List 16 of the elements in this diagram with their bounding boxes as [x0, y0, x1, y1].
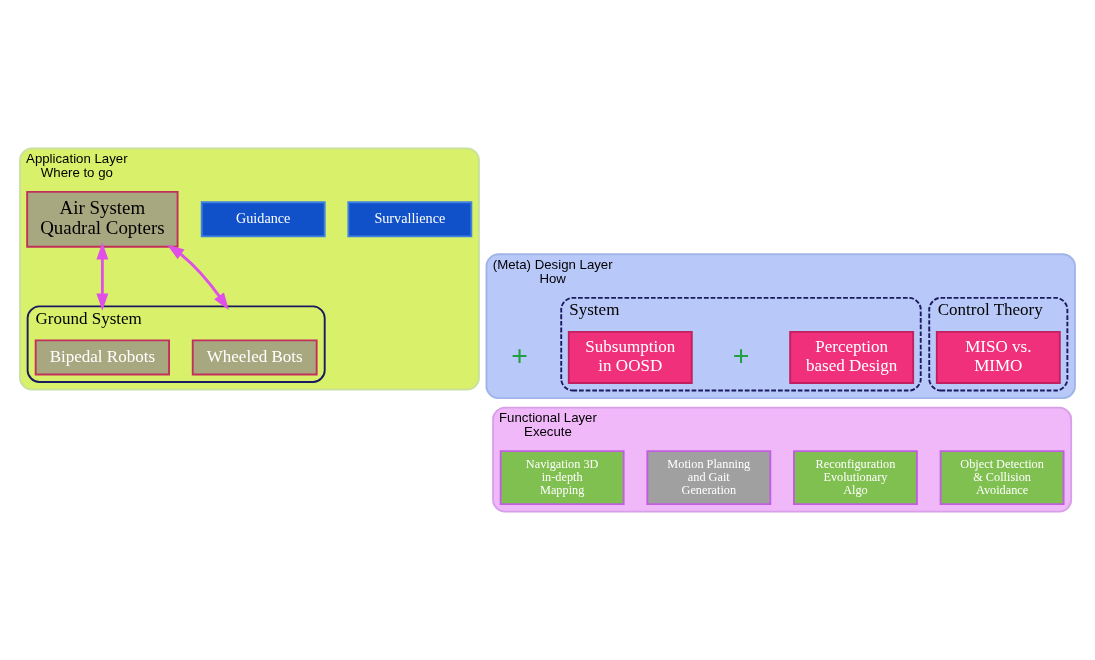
node-box: Reconfiguration Evolutionary Algo [793, 450, 918, 506]
node-box: Guidance [200, 201, 326, 238]
label: + [732, 338, 750, 371]
node-box: MISO vs. MIMO [935, 330, 1061, 384]
node-box: Object Detection & Collision Avoidance [939, 450, 1065, 506]
node-box: Air System Quadral Copters [26, 190, 179, 248]
node-box: Perception based Design [789, 330, 915, 384]
node-box: Navigation 3D in-depth Mapping [499, 450, 625, 506]
node-box: Survallience [347, 201, 473, 238]
arrow [167, 244, 229, 310]
arrow [96, 242, 109, 311]
label: + [511, 338, 528, 371]
node-box: Motion Planning and Gait Generation [646, 450, 772, 506]
node-box: Wheeled Bots [191, 339, 318, 376]
node-box: Bipedal Robots [34, 339, 170, 376]
node-box: Subsumption in OOSD [567, 330, 693, 384]
